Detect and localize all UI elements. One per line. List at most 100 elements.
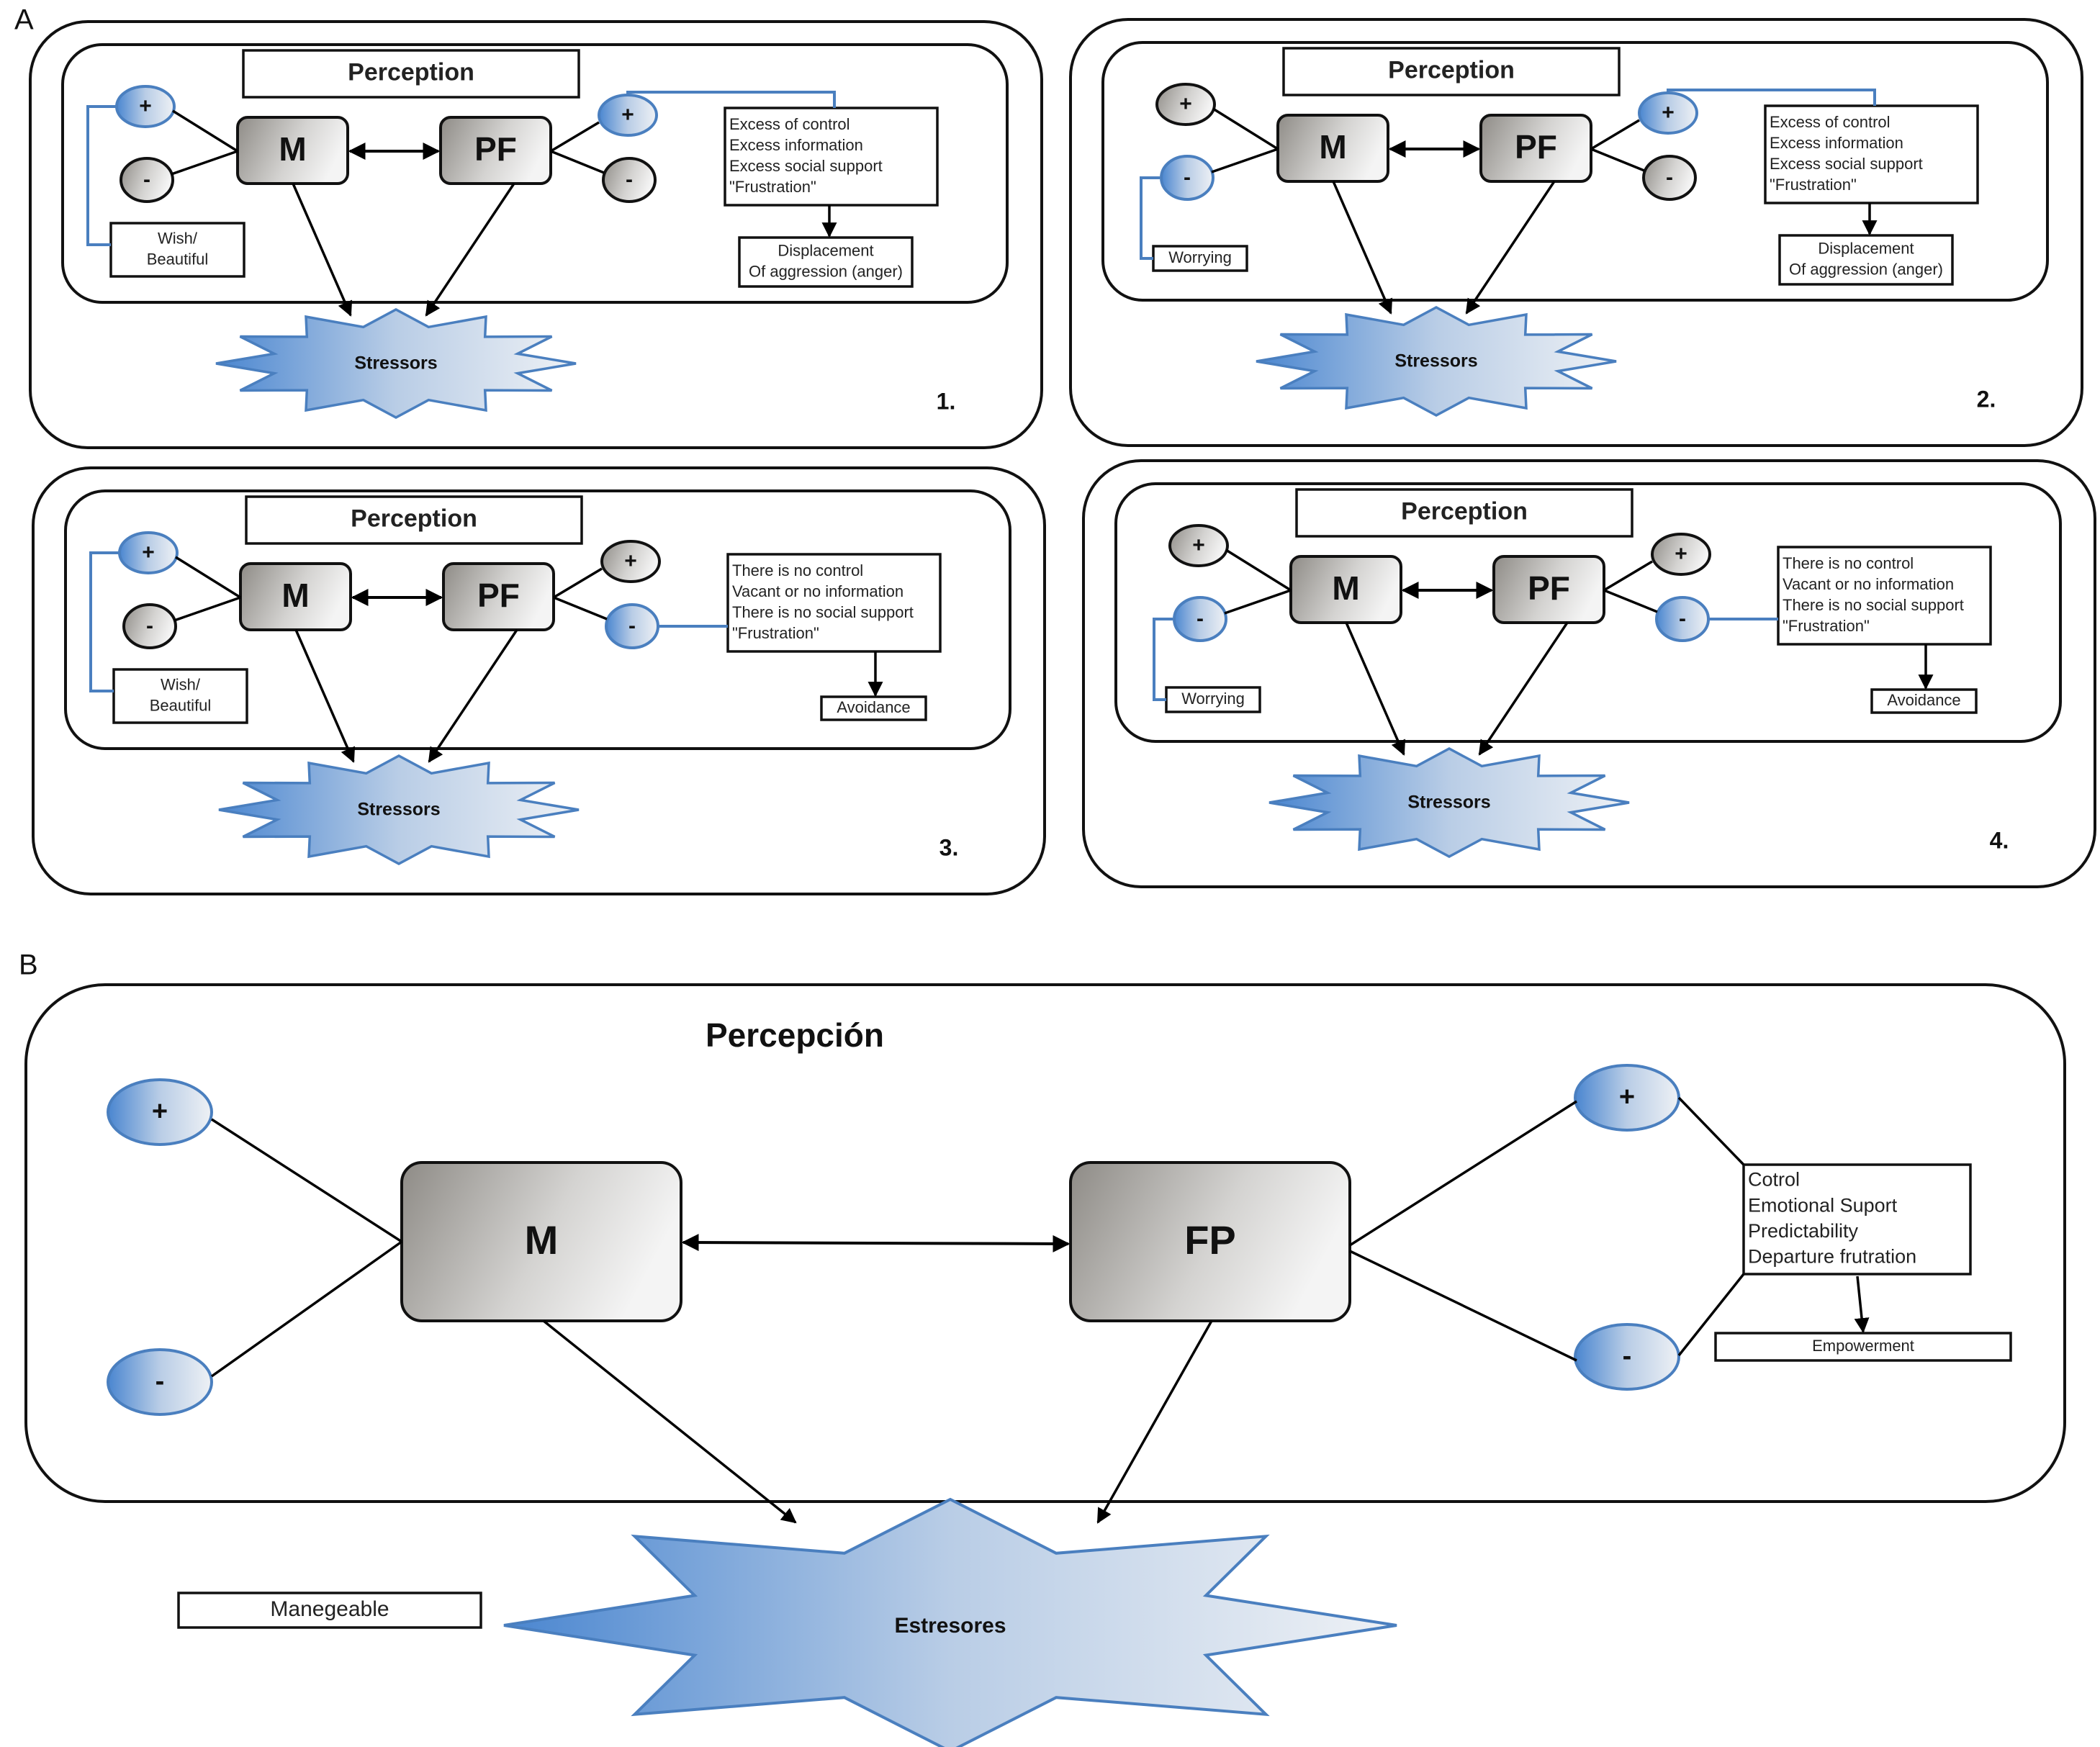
perception-frame (1101, 41, 2049, 302)
outcome-box-line: Displacement (1818, 239, 1914, 257)
m-plus-connector (172, 109, 238, 153)
pf-note-box-line: "Frustration" (1770, 176, 1857, 194)
m-note-box-line: Wish/ (158, 229, 198, 247)
pf-note-box-line: Vacant or no information (732, 582, 903, 600)
pf-plus-bubble-shape (1651, 533, 1711, 576)
panel-outer-frame (29, 20, 1043, 449)
m-plus-bubble-symbol: + (1179, 92, 1192, 116)
m-note-bracket (1153, 618, 1173, 701)
pf-minus-bubble: - (605, 603, 659, 649)
pf-minus-bubble-symbol: - (626, 168, 633, 191)
b-fp-plus-bubble-symbol: + (1619, 1082, 1635, 1112)
pf-plus-bubble: + (598, 94, 658, 137)
panel-b-frame (24, 983, 2066, 1503)
stressors-shape (1268, 747, 1630, 858)
b-m-box-label: M (525, 1217, 559, 1263)
perception-title: Perception (1282, 47, 1621, 96)
m-minus-bubble-shape (120, 157, 174, 203)
b-fp-plus-bubble: + (1574, 1064, 1680, 1132)
pf-note-box-line: Excess of control (729, 115, 850, 133)
pf-minus-bubble-shape (1642, 155, 1697, 201)
pf-box: PF (1479, 114, 1592, 183)
b-m-to-stressors-arrow (542, 1319, 797, 1524)
m-note-box: Wish/Beautiful (109, 222, 245, 278)
pf-plus-connector (553, 567, 603, 599)
outcome-box-line: Avoidance (837, 698, 910, 716)
pf-box: PF (439, 116, 552, 185)
m-to-stressors-arrow (294, 629, 356, 763)
b-fp-note-box-frame (1742, 1163, 1972, 1276)
pf-box: PF (442, 562, 555, 631)
b-outcome-arrow (1854, 1276, 1870, 1334)
pf-box-label: PF (477, 577, 520, 614)
perception-title: Perception (242, 49, 580, 99)
m-plus-bubble: + (118, 531, 179, 574)
pf-minus-bubble-shape (602, 157, 657, 203)
m-note-box-line: Worrying (1168, 248, 1232, 266)
b-side-note-box: Manegeable (177, 1592, 482, 1629)
m-minus-connector (171, 150, 238, 176)
perception-title-line: Perception (1401, 497, 1528, 525)
m-box-label: M (281, 577, 309, 614)
pf-plus-bubble-symbol: + (1662, 101, 1675, 125)
b-m-minus-bubble-symbol: - (156, 1366, 165, 1396)
b-m-minus-bubble: - (107, 1348, 213, 1416)
outcome-box: Avoidance (1870, 688, 1978, 714)
pf-note-box-line: Vacant or no information (1783, 575, 1954, 593)
pf-plus-connector (550, 121, 600, 153)
perception-frame (1114, 482, 2062, 743)
b-fp-box-label: FP (1184, 1217, 1236, 1263)
m-minus-bubble-symbol: - (143, 168, 150, 191)
b-m-plus-bubble-shape (107, 1078, 213, 1146)
perception-title-line: Perception (348, 58, 474, 86)
pf-to-stressors-arrow (1465, 181, 1556, 315)
m-plus-bubble-shape (1168, 524, 1229, 567)
panel-outer-frame (1069, 18, 2083, 447)
outcome-box-line: Of aggression (anger) (1789, 260, 1943, 278)
stressors-star: Stressors (1268, 747, 1630, 858)
b-outcome-box: Empowerment (1714, 1332, 2012, 1362)
b-stressors-star: Estresores (503, 1497, 1397, 1747)
m-note-box: Worrying (1165, 686, 1261, 713)
panel-b-title: Percepción (706, 1016, 884, 1054)
pf-note-bracket (626, 91, 836, 108)
outcome-box: Displacement Of aggression (anger) (1778, 234, 1954, 286)
stressors-shape (215, 308, 577, 419)
panel-number: 4. (1990, 827, 2009, 853)
pf-note-box-line: Excess information (1770, 134, 1903, 152)
m-box: M (1276, 114, 1389, 183)
m-plus-connector (1212, 107, 1279, 150)
b-outcome-box-frame (1714, 1332, 2012, 1362)
pf-note-box-line: There is no social support (732, 603, 914, 621)
panel-number: 2. (1977, 386, 1996, 412)
perception-title-frame (1295, 488, 1633, 538)
pf-plus-connector (1590, 119, 1640, 150)
b-m-box: M (400, 1161, 682, 1322)
m-minus-connector (1211, 148, 1279, 173)
panel-number: 3. (939, 834, 959, 860)
pf-note-box-frame (1764, 104, 1979, 204)
b-m-plus-bubble-symbol: + (152, 1096, 168, 1127)
m-note-box-frame (112, 668, 248, 724)
b-outcome-box-line: Empowerment (1812, 1337, 1914, 1355)
stressors-shape (1256, 306, 1617, 417)
pf-minus-bubble-symbol: - (1679, 607, 1686, 631)
m-note-bracket (86, 105, 117, 246)
m-to-stressors-arrow (1345, 622, 1406, 756)
panel-b-label: B (19, 949, 38, 981)
m-minus-bubble: - (1160, 155, 1215, 201)
perception-title-line: Perception (1388, 56, 1515, 83)
m-minus-bubble: - (1173, 596, 1227, 642)
m-box-label: M (1319, 128, 1346, 166)
pf-minus-bubble-symbol: - (1666, 166, 1673, 189)
pf-note-box-line: Excess of control (1770, 113, 1891, 131)
m-plus-bubble-symbol: + (142, 541, 155, 564)
m-minus-bubble-symbol: - (1184, 166, 1191, 189)
pf-minus-connector (553, 596, 608, 620)
